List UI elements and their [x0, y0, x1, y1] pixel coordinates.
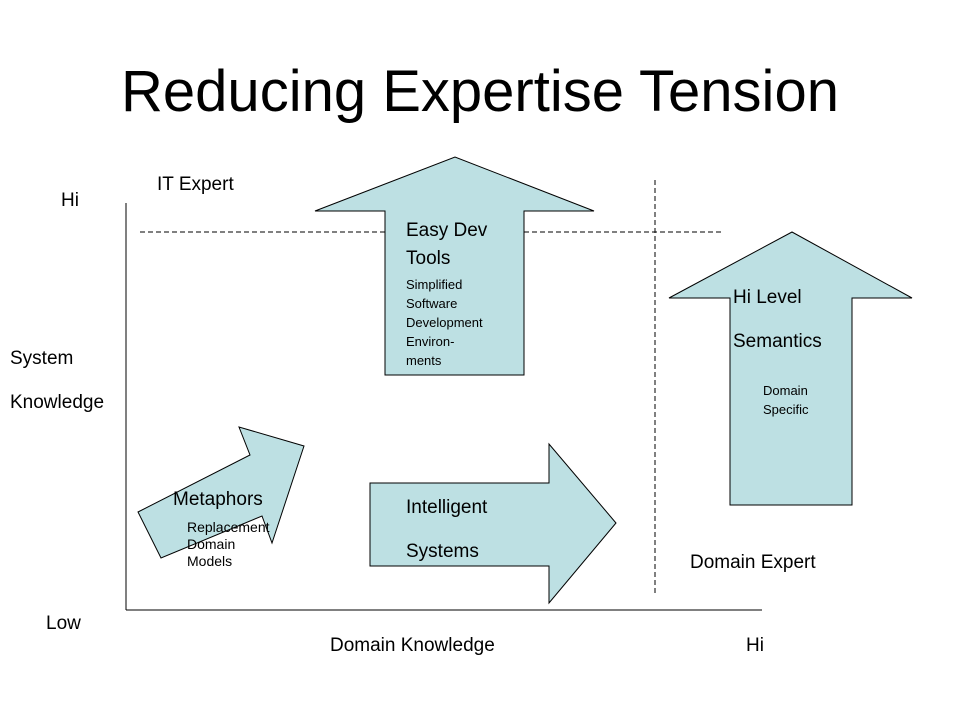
easy-dev-tools-arrow — [314, 156, 595, 376]
easy-dev-desc-line: Simplified — [406, 277, 463, 292]
metaphors-desc-line: Replacement — [187, 519, 270, 535]
y-axis-hi-label: Hi — [61, 190, 79, 211]
y-axis-low-label: Low — [46, 613, 81, 634]
easy-dev-desc-line: Development — [406, 315, 483, 330]
x-axis-hi-label: Hi — [746, 635, 764, 656]
y-axis-label-line1: System — [10, 348, 74, 369]
easy-dev-tools-title-line1: Easy Dev — [406, 220, 488, 241]
x-axis-label: Domain Knowledge — [330, 635, 495, 656]
intelligent-systems-title-line1: Intelligent — [406, 497, 488, 518]
it-expert-label: IT Expert — [157, 174, 234, 195]
easy-dev-tools-description: Simplified Software Development Environ-… — [406, 275, 483, 370]
easy-dev-desc-line: Software — [406, 296, 458, 311]
metaphors-desc-line: Domain — [187, 536, 236, 552]
intelligent-systems-arrow — [369, 442, 617, 605]
easy-dev-desc-line: ments — [406, 353, 442, 368]
page-title: Reducing Expertise Tension — [121, 59, 839, 124]
metaphors-description: Replacement Domain Models — [187, 519, 270, 570]
y-axis-label-line2: Knowledge — [10, 392, 105, 413]
metaphors-desc-line: Models — [187, 553, 233, 569]
easy-dev-tools-title-line2: Tools — [406, 248, 451, 269]
domain-expert-label: Domain Expert — [690, 552, 816, 573]
intelligent-systems-title-line2: Systems — [406, 541, 479, 562]
hi-level-desc-line: Domain — [763, 383, 808, 398]
hi-level-title-line2: Semantics — [733, 331, 822, 352]
hi-level-desc-line: Specific — [763, 402, 809, 417]
metaphors-arrow — [137, 426, 305, 559]
hi-level-description: Domain Specific — [763, 381, 809, 419]
hi-level-semantics-arrow — [668, 231, 913, 506]
easy-dev-desc-line: Environ- — [406, 334, 455, 349]
metaphors-title: Metaphors — [173, 489, 263, 510]
hi-level-title-line1: Hi Level — [733, 287, 802, 308]
